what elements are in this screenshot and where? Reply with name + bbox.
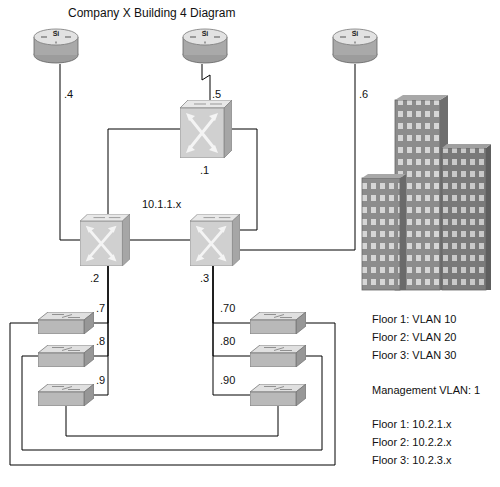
address-label: .1: [200, 164, 209, 177]
router-badge: Si: [182, 30, 228, 38]
access-switch-symbol: [38, 384, 94, 406]
address-label: .3: [200, 272, 209, 285]
router-badge: Si: [332, 30, 378, 38]
access-switch-symbol: [38, 312, 94, 334]
subnet-note: Floor 1: 10.2.1.x: [372, 418, 452, 431]
multilayer-switch-symbol: [180, 100, 232, 158]
network-link: [213, 266, 250, 395]
access-switch-symbol: [38, 345, 94, 367]
address-label: .70: [220, 302, 235, 315]
serial-link: [202, 64, 210, 100]
subnet-note: Floor 2: 10.2.2.x: [372, 436, 452, 449]
subnet-note: Floor 3: 10.2.3.x: [372, 454, 452, 467]
network-link: [213, 266, 250, 356]
access-switch-node: .8: [38, 345, 94, 367]
address-label: .80: [220, 335, 235, 348]
subnet-label: 10.1.1.x: [142, 198, 181, 211]
network-link: [22, 356, 322, 450]
address-label: .8: [96, 335, 105, 348]
access-switch-node: .70: [250, 312, 306, 334]
access-switch-node: .9: [38, 384, 94, 406]
multilayer-switch-node: .1: [180, 100, 232, 158]
address-label: .90: [220, 374, 235, 387]
network-link: [130, 240, 190, 241]
building-left: [362, 174, 406, 290]
network-link: [10, 323, 335, 465]
router-node: Si.4: [33, 28, 79, 64]
multilayer-switch-symbol: [80, 214, 130, 266]
access-switch-node: .80: [250, 345, 306, 367]
network-link: [213, 266, 250, 323]
access-switch-node: .7: [38, 312, 94, 334]
address-label: .9: [96, 374, 105, 387]
router-badge: Si: [33, 30, 79, 38]
address-label: .2: [90, 272, 99, 285]
multilayer-switch-symbol: [190, 214, 240, 266]
building-tower: [395, 95, 448, 290]
router-node: Si.6: [332, 28, 378, 64]
address-label: .4: [64, 88, 73, 101]
multilayer-switch-node: .3: [190, 214, 240, 266]
vlan-note: Floor 1: VLAN 10: [372, 313, 456, 326]
diagram-title: Company X Building 4 Diagram: [68, 6, 235, 20]
network-link: [66, 406, 278, 436]
network-link: [94, 266, 108, 395]
router-node: Si.5: [182, 28, 228, 64]
address-label: .6: [359, 88, 368, 101]
access-switch-symbol: [250, 312, 306, 334]
vlan-note: Floor 3: VLAN 30: [372, 349, 456, 362]
address-label: .7: [96, 302, 105, 315]
access-switch-symbol: [250, 384, 306, 406]
network-link: [60, 64, 80, 240]
vlan-note: Floor 2: VLAN 20: [372, 331, 456, 344]
access-switch-node: .90: [250, 384, 306, 406]
address-label: .5: [212, 88, 221, 101]
access-switch-symbol: [250, 345, 306, 367]
multilayer-switch-node: .2: [80, 214, 130, 266]
vlan-note: Management VLAN: 1: [372, 384, 480, 397]
building-right: [442, 144, 491, 290]
